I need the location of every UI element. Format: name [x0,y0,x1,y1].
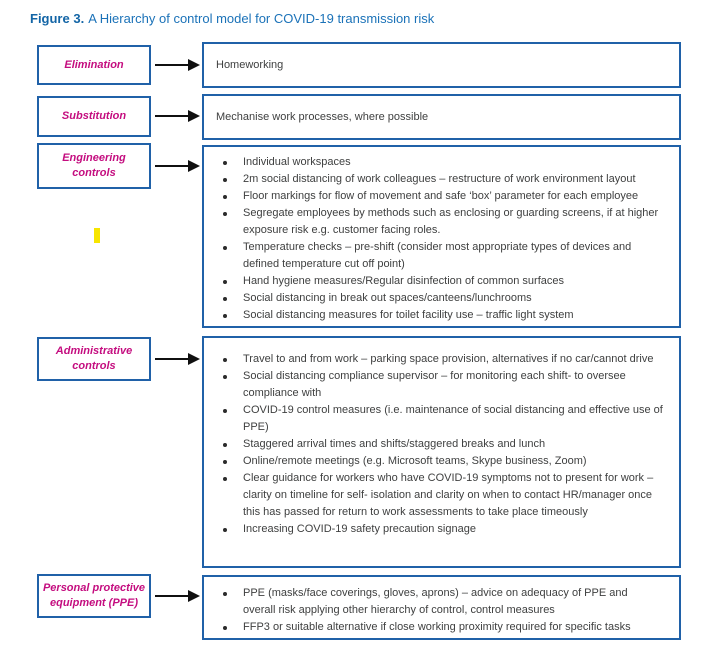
bullet-item: Increasing COVID-19 safety precaution si… [222,521,663,538]
bullet-item: Clear guidance for workers who have COVI… [222,470,663,521]
right-arrow-icon [155,160,200,172]
bullet-item: Temperature checks – pre-shift (consider… [222,239,663,273]
right-arrow-icon [155,110,200,122]
bullet-item: 2m social distancing of work colleagues … [222,171,663,188]
bullet-item: Floor markings for flow of movement and … [222,188,663,205]
figure-number: Figure 3. [30,11,85,26]
label-box-substitution: Substitution [37,96,151,137]
content-box-elimination: Homeworking [202,42,681,88]
bullet-item: Hand hygiene measures/Regular disinfecti… [222,273,663,290]
yellow-highlight-mark [94,228,100,243]
bullet-item: Social distancing compliance supervisor … [222,368,663,402]
label-engineering-controls: Engineering controls [62,152,126,179]
bullet-item: PPE (masks/face coverings, gloves, apron… [222,585,663,619]
content-box-administrative-controls: Travel to and from work – parking space … [202,336,681,568]
label-box-ppe: Personal protective equipment (PPE) [37,574,151,618]
bullet-item: Individual workspaces [222,154,663,171]
content-box-ppe: PPE (masks/face coverings, gloves, apron… [202,575,681,640]
label-ppe: Personal protective equipment (PPE) [42,582,146,609]
bullet-item: Travel to and from work – parking space … [222,351,663,368]
bullet-item: Staggered arrival times and shifts/stagg… [222,436,663,453]
substitution-item: Mechanise work processes, where possible [216,111,429,123]
bullet-item: COVID-19 control measures (i.e. maintena… [222,402,663,436]
bullet-item: Social distancing in break out spaces/ca… [222,290,663,307]
bullet-item: Social distancing measures for toilet fa… [222,307,663,324]
bullet-item: Segregate employees by methods such as e… [222,205,663,239]
figure-title: Figure 3.A Hierarchy of control model fo… [30,11,434,26]
elimination-item: Homeworking [216,59,284,71]
label-substitution: Substitution [61,110,127,123]
label-administrative-controls: Administrative controls [55,345,133,372]
figure-caption: A Hierarchy of control model for COVID-1… [88,11,435,26]
right-arrow-icon [155,59,200,71]
label-box-elimination: Elimination [37,45,151,85]
right-arrow-icon [155,590,200,602]
bullet-item: FFP3 or suitable alternative if close wo… [222,619,663,636]
label-elimination: Elimination [64,58,124,71]
right-arrow-icon [155,353,200,365]
content-box-substitution: Mechanise work processes, where possible [202,94,681,140]
administrative-bullet-list: Travel to and from work – parking space … [204,338,679,538]
label-box-engineering-controls: Engineering controls [37,143,151,189]
ppe-bullet-list: PPE (masks/face coverings, gloves, apron… [204,577,679,636]
label-box-administrative-controls: Administrative controls [37,337,151,381]
bullet-item: Online/remote meetings (e.g. Microsoft t… [222,453,663,470]
